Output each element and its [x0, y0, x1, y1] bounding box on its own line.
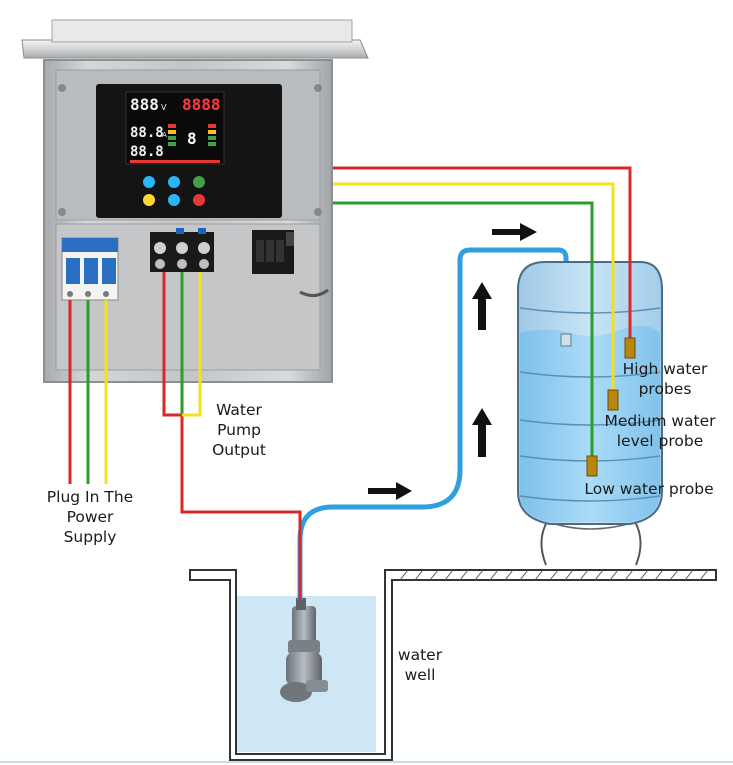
- probe-terminal: [252, 230, 294, 274]
- medium-probe-label: Medium water level probe: [604, 412, 716, 450]
- lcd-current: 88.8: [130, 125, 164, 141]
- high-probes-label: High water probes: [622, 360, 708, 398]
- discharge-pipe: [297, 247, 569, 600]
- stop-button[interactable]: [193, 194, 205, 206]
- up-button[interactable]: [143, 194, 155, 206]
- water-well: [0, 569, 733, 763]
- pump-output-wire: [180, 415, 302, 600]
- arrow-up-icon: [472, 282, 492, 457]
- mode-button[interactable]: [143, 176, 155, 188]
- circuit-breaker: [61, 237, 119, 301]
- low-probe: [586, 455, 598, 477]
- tank-water: [520, 325, 660, 522]
- controller-panel: 888 V 8888 88.8 A 88.8 8: [96, 84, 282, 218]
- set-button[interactable]: [168, 176, 180, 188]
- output-wire-red: [162, 272, 182, 417]
- well-walls: [189, 569, 717, 761]
- start-button[interactable]: [193, 176, 205, 188]
- terminal-block: [150, 228, 214, 272]
- high-probe-1: [624, 337, 636, 359]
- cabinet-lid: [51, 19, 353, 43]
- cable-gland: [299, 288, 329, 297]
- power-supply-label: Plug In The Power Supply: [46, 488, 134, 546]
- ground-hatching: [399, 569, 709, 581]
- lcd-current-unit: A: [162, 131, 167, 139]
- submersible-pump: [280, 598, 328, 702]
- lcd-mode: 88.8: [130, 144, 164, 160]
- lcd-digit: 8: [187, 129, 197, 148]
- lcd-voltage: 888: [130, 95, 159, 114]
- medium-probe: [607, 389, 619, 411]
- output-wire-yellow: [182, 272, 202, 417]
- water-tank: [517, 261, 663, 566]
- water-well-label: water well: [397, 646, 443, 684]
- down-button[interactable]: [168, 194, 180, 206]
- lcd-power: 8888: [182, 95, 221, 114]
- low-probe-label: Low water probe: [584, 480, 714, 498]
- arrow-right-icon: [368, 223, 537, 500]
- lcd-level-bars: [130, 124, 220, 163]
- pump-output-label: Water Pump Output: [212, 401, 266, 459]
- lcd-voltage-unit: V: [161, 103, 167, 112]
- cabinet-roof: [21, 39, 369, 59]
- high-probe-2: [560, 333, 572, 347]
